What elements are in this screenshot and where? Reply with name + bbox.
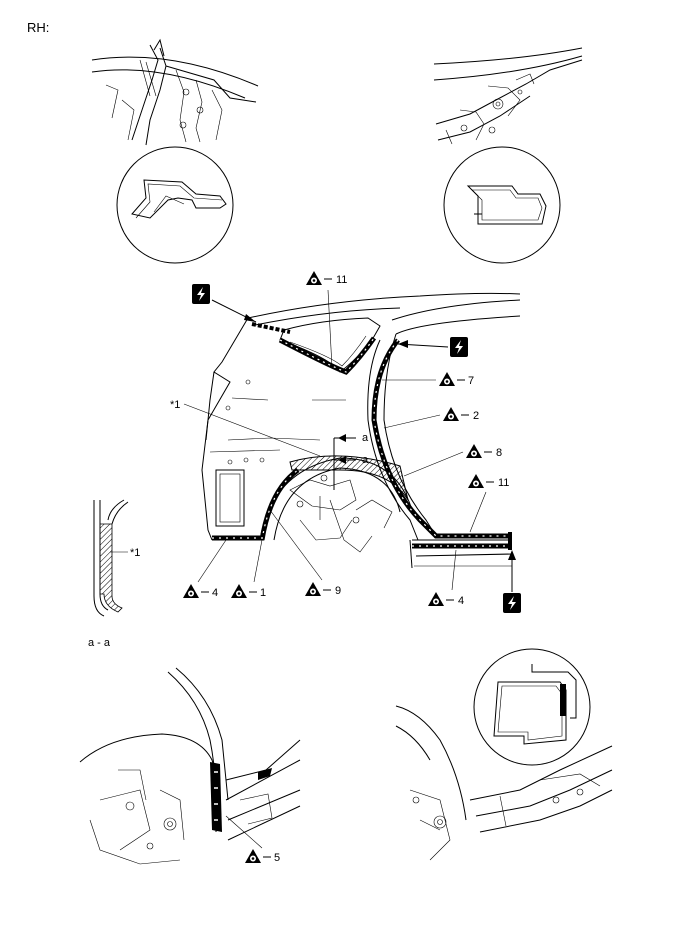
callout-number: 5 bbox=[274, 852, 280, 864]
top-right-detail-circle bbox=[443, 146, 561, 264]
section-label: a - a bbox=[88, 637, 111, 649]
callout-8: 8 bbox=[403, 444, 502, 477]
callout-number: 4 bbox=[212, 587, 218, 599]
svg-text:*1: *1 bbox=[170, 399, 180, 411]
callout-number: 7 bbox=[468, 375, 474, 387]
callout-number: 2 bbox=[473, 410, 479, 422]
section-a-a-view: *1 a - a bbox=[88, 499, 140, 649]
section-cut-label-lower: a bbox=[362, 454, 369, 466]
weld-symbol-top-left bbox=[192, 284, 210, 304]
callout-number: 11 bbox=[336, 274, 347, 286]
callout-number: 4 bbox=[458, 595, 464, 607]
side-label: RH: bbox=[27, 20, 49, 35]
section-callout-ref: *1 bbox=[130, 547, 140, 559]
section-cut-label-upper: a bbox=[362, 432, 369, 444]
callout-4-left: 4 bbox=[183, 539, 227, 599]
callout-1: 1 bbox=[231, 539, 266, 599]
bottom-right-detail-circle bbox=[473, 648, 591, 766]
callout-11-right: 11 bbox=[468, 474, 509, 533]
callout-5: 5 bbox=[225, 815, 280, 864]
callout-4-right: 4 bbox=[428, 549, 464, 607]
weld-symbol-bottom-right bbox=[503, 593, 521, 613]
bottom-left-view bbox=[79, 667, 301, 865]
top-left-view bbox=[91, 38, 259, 146]
callout-11-top: 11 bbox=[306, 271, 347, 369]
callout-star1-main: *1 bbox=[170, 399, 321, 457]
bottom-right-view bbox=[395, 705, 613, 861]
callout-7: 7 bbox=[382, 372, 474, 387]
main-body-side-view: a a bbox=[201, 292, 521, 569]
top-left-detail-circle bbox=[116, 146, 234, 264]
callout-number: 1 bbox=[260, 587, 266, 599]
callout-number: 11 bbox=[498, 477, 509, 489]
callout-number: 9 bbox=[335, 585, 341, 597]
top-right-view bbox=[433, 47, 583, 145]
callout-9: 9 bbox=[269, 509, 341, 597]
weld-symbol-right bbox=[450, 337, 468, 357]
callout-number: 8 bbox=[496, 447, 502, 459]
callout-2: 2 bbox=[383, 407, 479, 429]
